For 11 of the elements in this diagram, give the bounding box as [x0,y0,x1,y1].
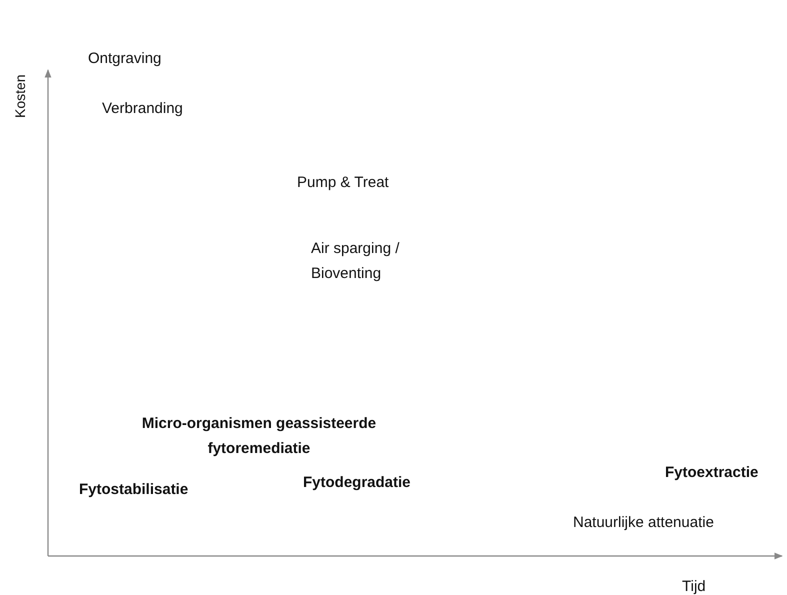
method-label: Pump & Treat [297,173,389,193]
method-label: Air sparging / Bioventing [311,239,400,284]
x-axis-label: Tijd [682,577,706,595]
method-label: Ontgraving [88,49,162,69]
method-label: Verbranding [102,99,183,119]
method-label: Natuurlijke attenuatie [573,513,714,533]
method-label: Fytostabilisatie [79,480,188,500]
y-axis-label: Kosten [12,74,28,118]
method-label: Fytoextractie [665,463,758,483]
method-label: Fytodegradatie [303,473,411,493]
method-label: Micro-organismen geassisteerde fytoremediatie [140,414,378,459]
